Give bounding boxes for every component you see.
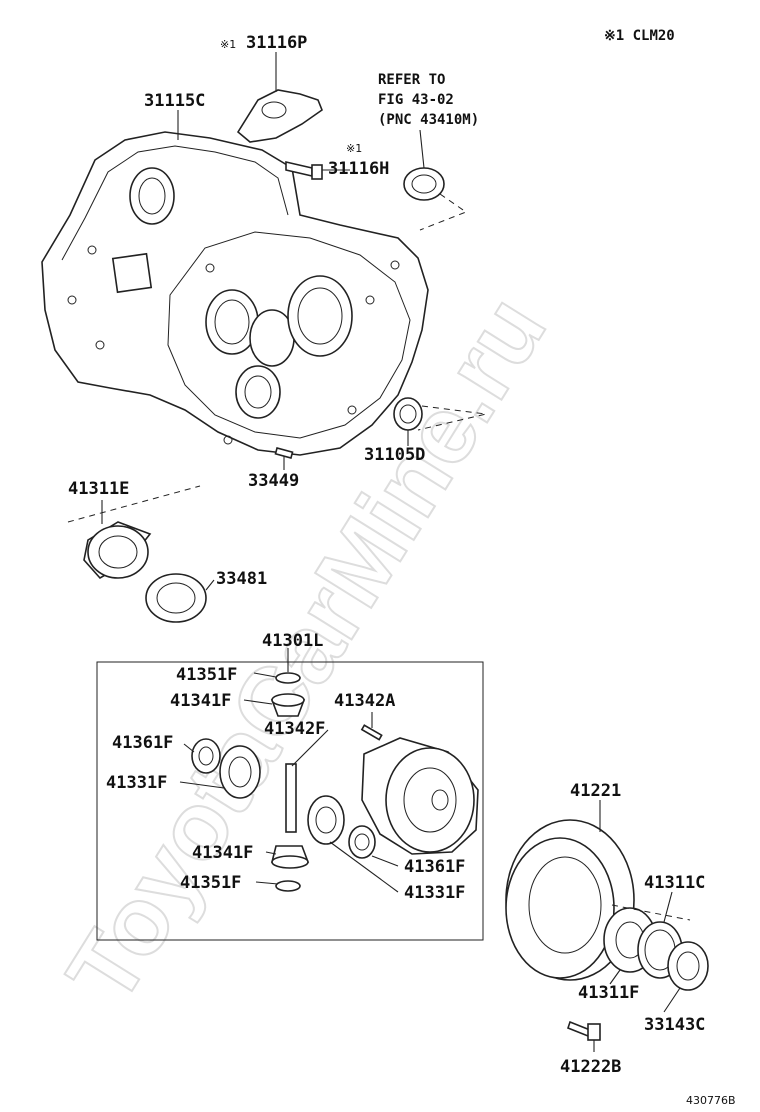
svg-text:41301L: 41301L bbox=[262, 631, 323, 651]
svg-text:41222B: 41222B bbox=[560, 1057, 621, 1077]
part-label-31116P[interactable]: ※1 31116P bbox=[220, 33, 307, 53]
seal-33481[interactable] bbox=[145, 573, 207, 623]
ring-gear-41221[interactable] bbox=[505, 819, 635, 981]
side-gear-41331F-right[interactable] bbox=[307, 795, 345, 845]
shaft-41342F[interactable] bbox=[285, 763, 297, 833]
svg-text:41341F: 41341F bbox=[170, 691, 231, 711]
svg-text:41361F: 41361F bbox=[404, 857, 465, 877]
svg-text:31105D: 31105D bbox=[364, 445, 425, 465]
part-label-41221[interactable]: 41221 bbox=[570, 781, 621, 801]
svg-text:REFER TO: REFER TO bbox=[378, 72, 445, 88]
part-label-41311E[interactable]: 41311E bbox=[68, 479, 129, 499]
svg-text:※1 CLM20: ※1 CLM20 bbox=[604, 28, 675, 44]
part-label-33481[interactable]: 33481 bbox=[216, 569, 267, 589]
pinion-gear-41341F-bottom[interactable] bbox=[270, 845, 310, 869]
svg-text:41221: 41221 bbox=[570, 781, 621, 801]
differential-assembly-frame bbox=[96, 661, 484, 941]
part-label-41342A[interactable]: 41342A bbox=[334, 691, 395, 711]
svg-text:31116P: 31116P bbox=[246, 33, 307, 53]
part-label-41341F-bottom[interactable]: 41341F bbox=[192, 843, 253, 863]
part-label-41311F[interactable]: 41311F bbox=[578, 983, 639, 1003]
pinion-gear-41341F-top[interactable] bbox=[270, 693, 306, 717]
thrust-washer-41361F-left[interactable] bbox=[191, 738, 221, 774]
part-label-41361F-left[interactable]: 41361F bbox=[112, 733, 173, 753]
svg-text:41311C: 41311C bbox=[644, 873, 705, 893]
bolt-41222B[interactable] bbox=[567, 1020, 601, 1041]
part-label-33143C[interactable]: 33143C bbox=[644, 1015, 705, 1035]
pin-33449[interactable] bbox=[274, 447, 294, 459]
svg-text:41342A: 41342A bbox=[334, 691, 395, 711]
svg-text:※1: ※1 bbox=[220, 38, 236, 51]
part-label-33449[interactable]: 33449 bbox=[248, 471, 299, 491]
transmission-case[interactable] bbox=[41, 131, 429, 456]
thrust-washer-41361F-right[interactable] bbox=[348, 825, 376, 859]
case-cover[interactable] bbox=[236, 89, 323, 143]
part-label-41351F-top[interactable]: 41351F bbox=[176, 665, 237, 685]
part-label-41361F-right[interactable]: 41361F bbox=[404, 857, 465, 877]
reference-note: REFER TO FIG 43-02 (PNC 43410M) bbox=[378, 72, 479, 128]
part-label-41341F-top[interactable]: 41341F bbox=[170, 691, 231, 711]
figure-id: 430776B bbox=[686, 1094, 736, 1107]
svg-text:41361F: 41361F bbox=[112, 733, 173, 753]
side-gear-41331F-left[interactable] bbox=[219, 745, 261, 799]
svg-text:33449: 33449 bbox=[248, 471, 299, 491]
svg-text:33481: 33481 bbox=[216, 569, 267, 589]
part-label-31116H[interactable]: ※1 31116H bbox=[328, 142, 389, 179]
part-label-41351F-bottom[interactable]: 41351F bbox=[180, 873, 241, 893]
svg-text:FIG 43-02: FIG 43-02 bbox=[378, 92, 454, 108]
svg-text:430776B: 430776B bbox=[686, 1094, 736, 1107]
leader-lines bbox=[101, 52, 681, 1052]
part-label-31115C[interactable]: 31115C bbox=[144, 91, 205, 111]
part-label-31105D[interactable]: 31105D bbox=[364, 445, 425, 465]
part-label-41331F-left[interactable]: 41331F bbox=[106, 773, 167, 793]
svg-text:41331F: 41331F bbox=[404, 883, 465, 903]
svg-text:31115C: 31115C bbox=[144, 91, 205, 111]
svg-text:(PNC 43410M): (PNC 43410M) bbox=[378, 112, 479, 128]
svg-text:※1: ※1 bbox=[346, 142, 362, 155]
part-label-41342F[interactable]: 41342F bbox=[264, 719, 325, 739]
svg-text:41341F: 41341F bbox=[192, 843, 253, 863]
pin-41342A[interactable] bbox=[360, 724, 383, 741]
svg-text:31116H: 31116H bbox=[328, 159, 389, 179]
svg-text:41311E: 41311E bbox=[68, 479, 129, 499]
note-code: ※1 CLM20 bbox=[604, 28, 675, 44]
seal-33143C[interactable] bbox=[667, 941, 709, 991]
svg-text:41351F: 41351F bbox=[176, 665, 237, 685]
differential-case[interactable] bbox=[361, 737, 479, 855]
alignment-lines bbox=[67, 193, 691, 921]
reference-oil-seal[interactable] bbox=[403, 167, 445, 201]
part-label-41331F-right[interactable]: 41331F bbox=[404, 883, 465, 903]
oil-seal-31105D[interactable] bbox=[393, 397, 423, 431]
washer-41351F-top[interactable] bbox=[275, 672, 301, 684]
cover-bolt[interactable] bbox=[285, 160, 323, 180]
svg-text:41331F: 41331F bbox=[106, 773, 167, 793]
svg-text:33143C: 33143C bbox=[644, 1015, 705, 1035]
svg-text:41351F: 41351F bbox=[180, 873, 241, 893]
svg-text:41311F: 41311F bbox=[578, 983, 639, 1003]
svg-text:41342F: 41342F bbox=[264, 719, 325, 739]
washer-41351F-bottom[interactable] bbox=[275, 880, 301, 892]
part-label-41222B[interactable]: 41222B bbox=[560, 1057, 621, 1077]
bearing-41311E[interactable] bbox=[83, 521, 152, 580]
part-label-41301L[interactable]: 41301L bbox=[262, 631, 323, 651]
part-label-41311C[interactable]: 41311C bbox=[644, 873, 705, 893]
